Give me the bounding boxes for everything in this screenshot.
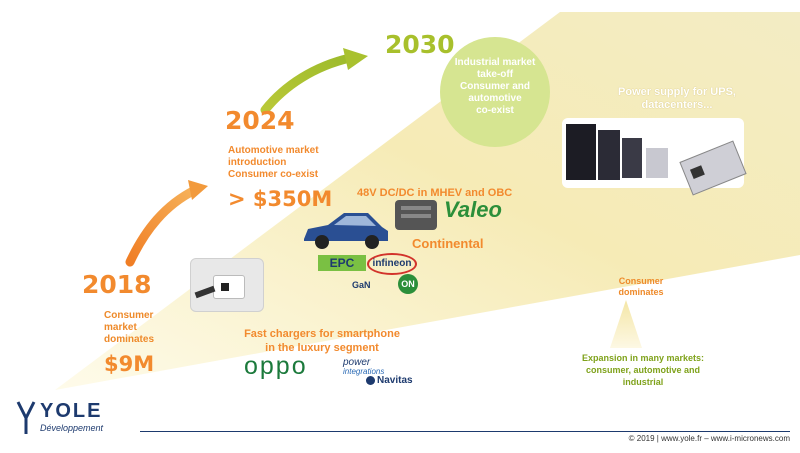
oppo-logo: oppo (244, 352, 308, 380)
industrial-text: Industrial market take-off Consumer and … (454, 57, 536, 116)
dcdc-module-image (395, 200, 437, 230)
server-rack (622, 138, 642, 178)
footer-divider (140, 431, 790, 432)
continental-logo: Continental (412, 236, 484, 251)
charger-port (221, 283, 229, 291)
charger-image (190, 258, 264, 312)
server-rack (598, 130, 620, 180)
consumer-text: Consumer market dominates (104, 310, 155, 345)
valeo-logo: Valeo (444, 197, 502, 222)
charger-body (213, 275, 245, 299)
consumer-spike (610, 300, 642, 348)
gan-systems-logo: GaN (352, 280, 371, 290)
power-integrations-logo: power integrations (343, 357, 385, 377)
arrow-head-1 (188, 180, 208, 200)
arrow-head-2 (343, 48, 368, 70)
car-wheel-rear (365, 235, 379, 249)
value-2024: > $350M (228, 187, 333, 211)
year-2030: 2030 (385, 30, 455, 59)
module-fin (401, 214, 431, 218)
navitas-icon (366, 376, 375, 385)
car-image (304, 213, 388, 249)
power-supply-label: Power supply for UPS, datacenters... (618, 86, 736, 111)
consumer-dominates-label: Consumer dominates (618, 276, 664, 297)
footer-text: © 2019 | www.yole.fr – www.i-micronews.c… (628, 434, 790, 443)
value-2018: $9M (104, 352, 155, 376)
yole-logo: YOLE (40, 400, 103, 422)
server-rack (566, 124, 596, 180)
car-wheel-front (315, 235, 329, 249)
yole-mark-icon (16, 401, 36, 434)
infineon-logo: infineon (367, 253, 417, 275)
year-2024: 2024 (225, 106, 295, 135)
expansion-label: Expansion in many markets: consumer, aut… (581, 353, 705, 387)
on-semi-logo: ON (398, 274, 418, 294)
dcdc-label: 48V DC/DC in MHEV and OBC (357, 187, 513, 199)
psu-connector (689, 165, 705, 180)
navitas-logo: Navitas (377, 375, 413, 386)
car-window (334, 216, 376, 226)
epc-logo: EPC (318, 255, 366, 271)
arrow-2018-2024 (125, 185, 200, 267)
arrow-2024-2030 (260, 53, 355, 115)
automotive-text: Automotive market introduction Consumer … (228, 145, 319, 180)
fast-chargers-label: Fast chargers for smartphone in the luxu… (244, 328, 400, 354)
industrial-circle (440, 37, 550, 147)
yole-sub: Développement (40, 423, 104, 433)
module-fin (401, 206, 431, 210)
year-2018: 2018 (82, 270, 152, 299)
ups-unit (646, 148, 668, 178)
